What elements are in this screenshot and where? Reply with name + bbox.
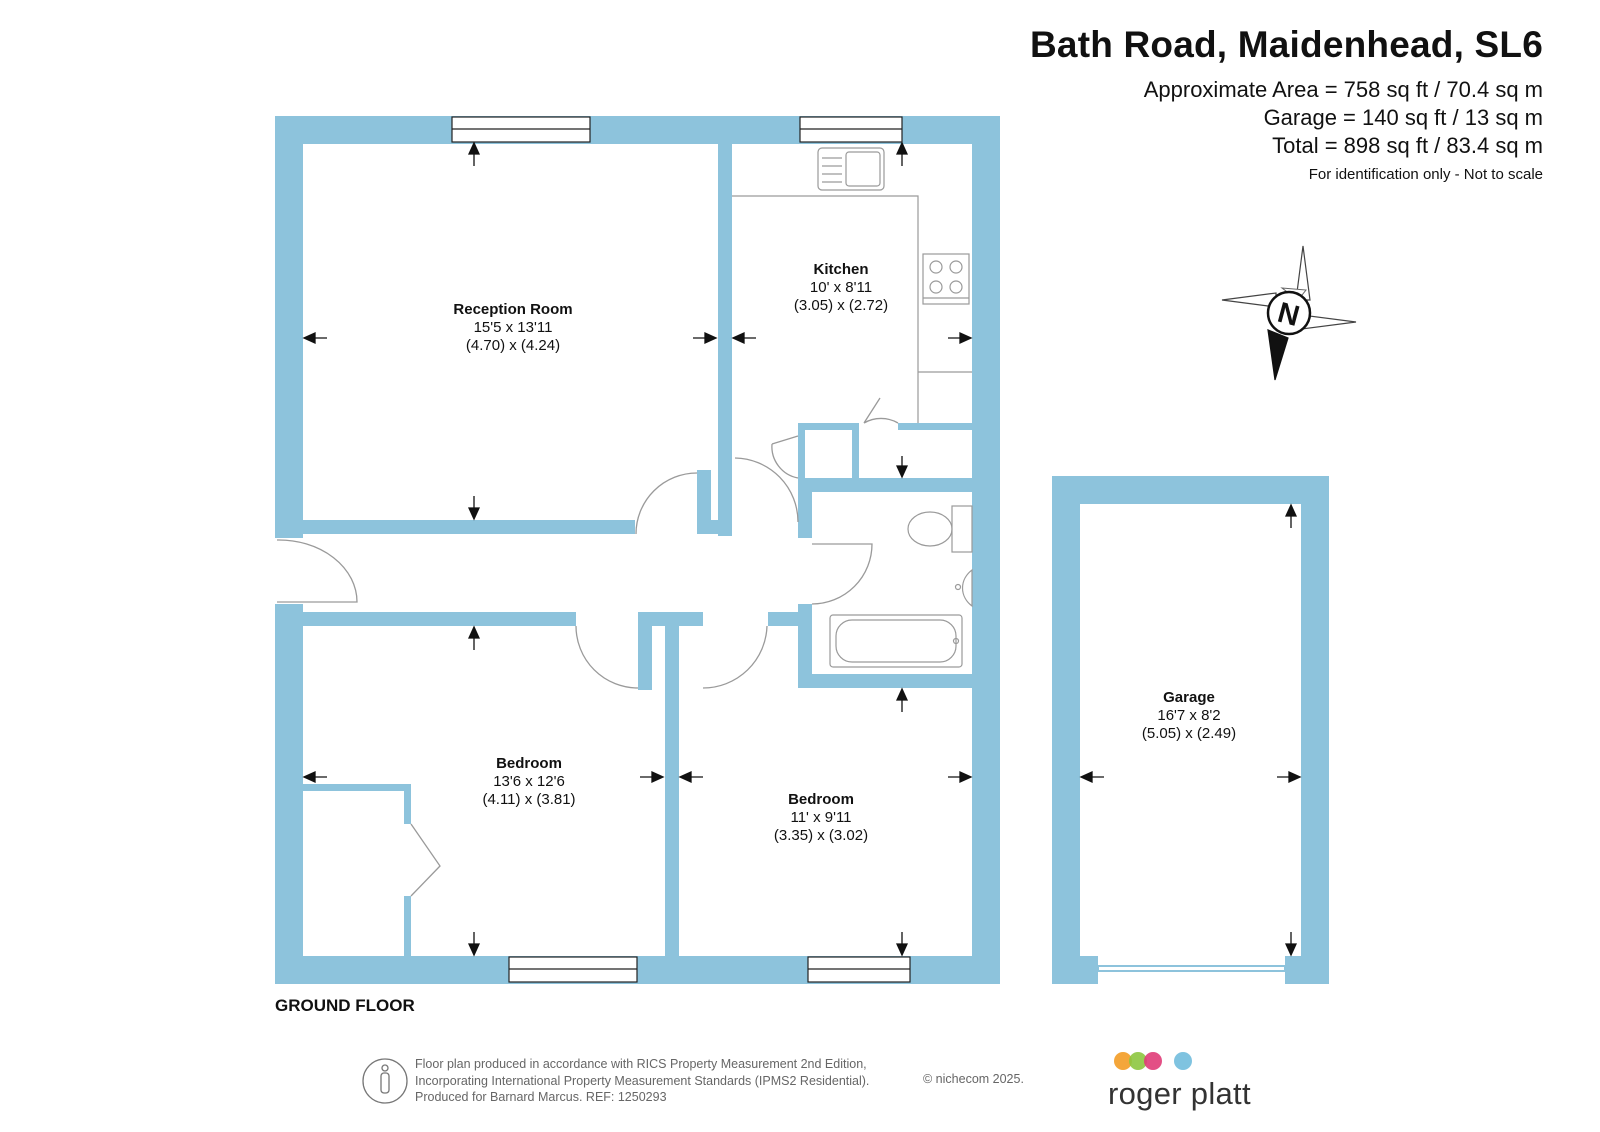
room-label-bedroom-1: Bedroom 13'6 x 12'6 (4.11) x (3.81) [482,755,575,808]
room-size-metric: (4.70) x (4.24) [466,337,560,354]
bath-icon [829,614,963,668]
footer-line-2: Incorporating International Property Mea… [415,1073,870,1088]
total-area: Total = 898 sq ft / 83.4 sq m [1272,133,1543,158]
room-size-imperial: 10' x 8'11 [810,279,872,296]
room-name: Bedroom [788,791,854,808]
identification-note: For identification only - Not to scale [1308,166,1543,183]
room-size-imperial: 16'7 x 8'2 [1157,707,1220,724]
garage-area: Garage = 140 sq ft / 13 sq m [1263,105,1543,130]
sink-icon [817,147,885,191]
toilet-icon [907,505,973,553]
approximate-area: Approximate Area = 758 sq ft / 70.4 sq m [1143,77,1543,102]
room-label-bedroom-2: Bedroom 11' x 9'11 (3.35) x (3.02) [774,791,868,844]
windows [451,116,911,983]
copyright: © nichecom 2025. [923,1072,1024,1086]
property-title: Bath Road, Maidenhead, SL6 [1030,24,1543,65]
brand-name: roger platt [1108,1076,1251,1111]
hob-icon [922,253,970,305]
room-name: Garage [1163,689,1215,706]
room-label-kitchen: Kitchen 10' x 8'11 (3.05) x (2.72) [794,261,888,314]
basin-icon [954,568,973,608]
garage-door [1097,965,1286,972]
dimension-arrows [302,141,1302,957]
footer-line-3: Produced for Barnard Marcus. REF: 125029… [415,1090,667,1104]
room-size-imperial: 13'6 x 12'6 [493,773,565,790]
room-size-metric: (3.05) x (2.72) [794,297,888,314]
floor-label: GROUND FLOOR [275,996,415,1015]
room-label-garage: Garage 16'7 x 8'2 (5.05) x (2.49) [1142,689,1236,742]
room-size-imperial: 15'5 x 13'11 [474,319,553,336]
person-icon [362,1058,408,1104]
room-size-metric: (3.35) x (3.02) [774,827,868,844]
doors [276,397,899,897]
fixtures [732,147,973,668]
room-size-metric: (5.05) x (2.49) [1142,725,1236,742]
footer-line-1: Floor plan produced in accordance with R… [415,1057,867,1071]
compass-icon: N [1221,245,1357,381]
room-label-reception: Reception Room 15'5 x 13'11 (4.70) x (4.… [453,301,572,354]
brand-logo-dots [1114,1052,1192,1070]
room-size-imperial: 11' x 9'11 [790,809,851,826]
room-name: Bedroom [496,755,562,772]
room-name: Reception Room [453,301,572,318]
footer-text: Floor plan produced in accordance with R… [415,1056,869,1106]
room-size-metric: (4.11) x (3.81) [482,791,575,808]
walls [275,116,1329,984]
room-name: Kitchen [813,261,868,278]
